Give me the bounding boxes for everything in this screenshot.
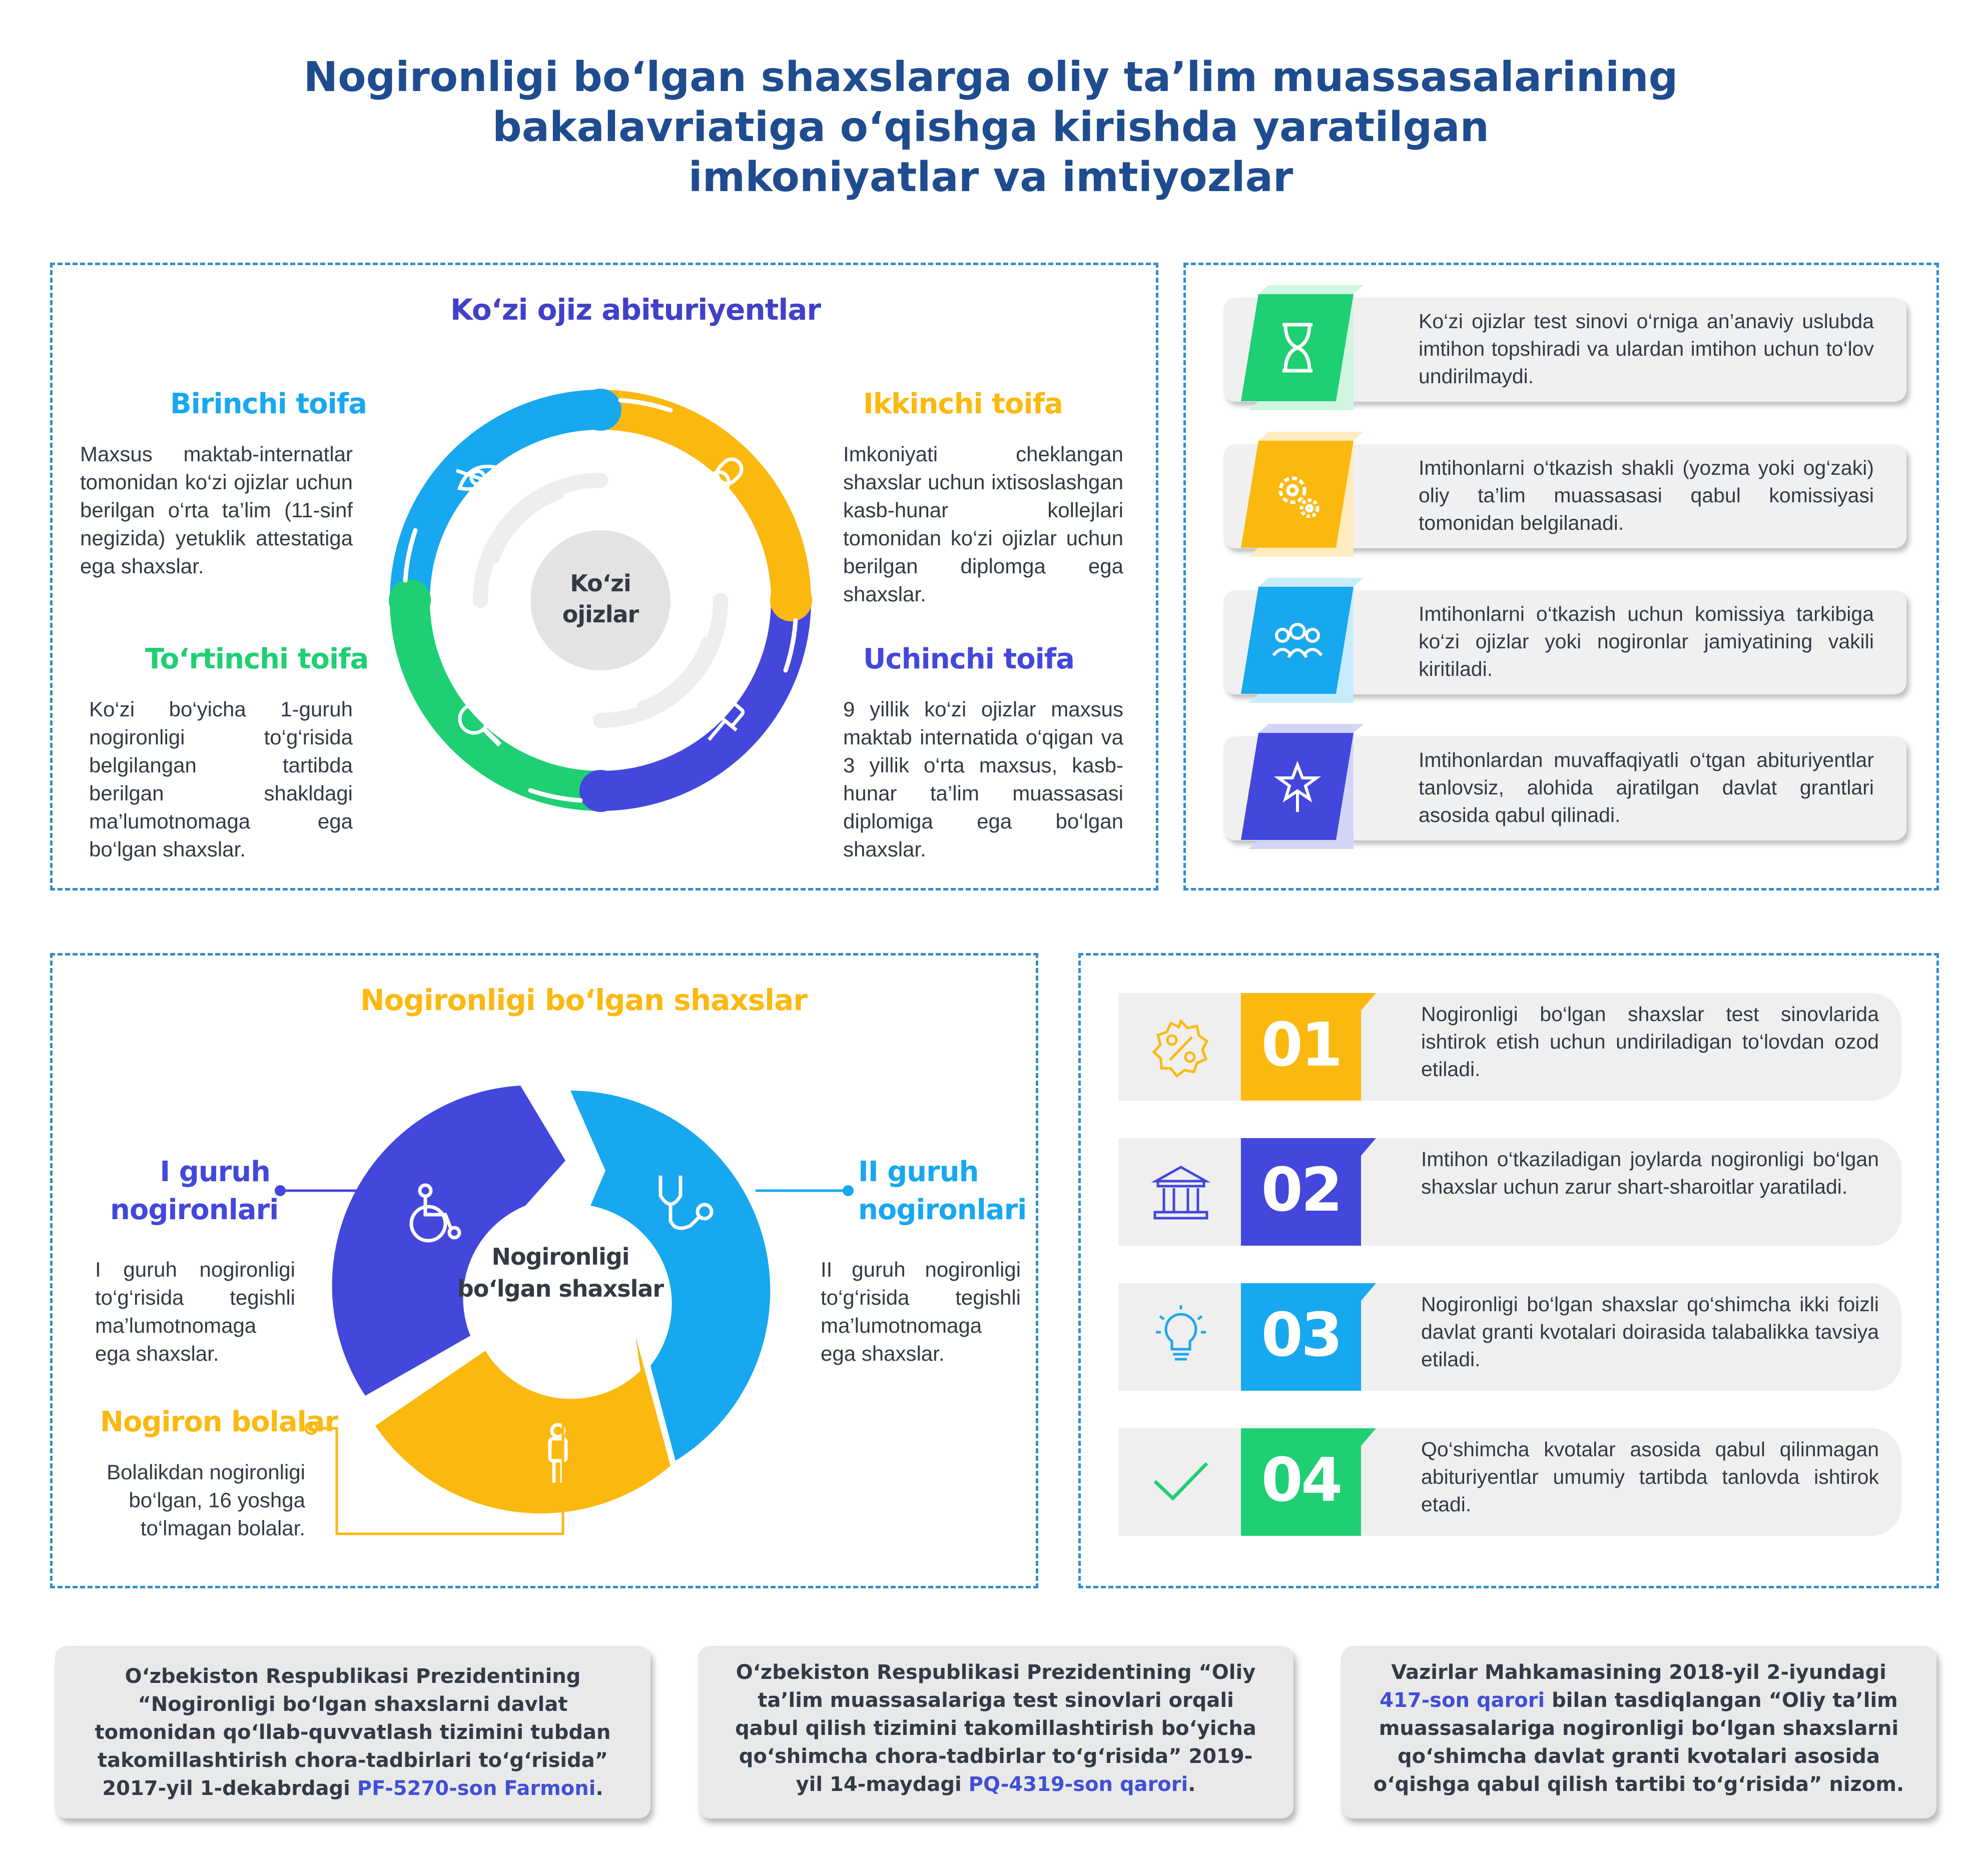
stethoscope-icon bbox=[658, 1176, 714, 1230]
reference-2-tail: . bbox=[1188, 1773, 1196, 1796]
group-1-title-line-1: I guruh bbox=[160, 1156, 271, 1188]
reference-3-lead: Vazirlar Mahkamasining 2018-yil 2-iyunda… bbox=[1391, 1661, 1886, 1684]
lightbulb-icon bbox=[1156, 1305, 1206, 1361]
group-1-text: I guruh nogironligi to‘g‘risida tegishli… bbox=[95, 1258, 295, 1365]
blind-ring-diagram bbox=[389, 389, 812, 812]
reference-text-3: Vazirlar Mahkamasining 2018-yil 2-iyunda… bbox=[1371, 1658, 1906, 1798]
wand-star-icon bbox=[1273, 760, 1321, 812]
category-4-title: To‘rtinchi toifa bbox=[145, 643, 369, 675]
disabled-center-line-2: bo‘lgan shaxslar bbox=[457, 1275, 664, 1302]
benefit-num-bg-4: 04 bbox=[1241, 1428, 1376, 1536]
category-3-title: Uchinchi toifa bbox=[863, 643, 1075, 675]
team-icon bbox=[1272, 623, 1323, 658]
inner-swirl-decoration bbox=[473, 473, 728, 728]
push-pin-icon bbox=[708, 699, 745, 741]
children-connector bbox=[304, 1420, 564, 1535]
blind-benefit-tile-3 bbox=[1228, 578, 1364, 703]
category-1-title: Birinchi toifa bbox=[170, 388, 367, 420]
ring-segment-blue bbox=[390, 390, 600, 600]
blind-benefit-tile-2 bbox=[1228, 432, 1364, 557]
blind-section-title: Ko‘zi ojiz abituriyentlar bbox=[450, 293, 821, 327]
page-title: Nogironligi bo‘lgan shaxslarga oliy ta’l… bbox=[200, 53, 1781, 203]
reference-card-2 bbox=[698, 1646, 1293, 1818]
cycle-segment-blue bbox=[570, 1091, 771, 1461]
disabled-persons-panel bbox=[50, 953, 1038, 1588]
children-title: Nogiron bolalar bbox=[100, 1406, 338, 1438]
hourglass-icon bbox=[1282, 323, 1312, 373]
benefit-text-3: Nogironligi bo‘lgan shaxslar qo‘shimcha … bbox=[1421, 1293, 1879, 1371]
percent-badge-icon bbox=[1152, 1019, 1209, 1078]
blind-benefit-text-1: Ko‘zi ojizlar test sinovi o‘rniga an’ana… bbox=[1419, 310, 1874, 388]
reference-text-2: O‘zbekiston Respublikasi Prezidentining … bbox=[728, 1658, 1263, 1798]
title-line-3: imkoniyatlar va imtiyozlar bbox=[688, 154, 1293, 201]
title-line-2: bakalavriatiga o‘qishga kirishda yaratil… bbox=[492, 104, 1489, 151]
children-text: Bolalikdan nogironligi bo‘lgan, 16 yoshg… bbox=[107, 1460, 305, 1540]
blind-center-label: Ko‘zi ojizlar bbox=[530, 568, 671, 630]
reference-2-link[interactable]: PQ-4319-son qarori bbox=[968, 1773, 1188, 1796]
reference-3-body: bilan tasdiqlangan “Oliy ta’lim muassasa… bbox=[1373, 1689, 1904, 1796]
reference-1-body: O‘zbekiston Respublikasi Prezidentining … bbox=[95, 1665, 611, 1800]
eye-icon bbox=[455, 464, 500, 491]
group-2-text: II guruh nogironligi to‘g‘risida tegishl… bbox=[821, 1258, 1021, 1365]
group-1-title: I guruh nogironlari bbox=[110, 1153, 279, 1229]
ring-segment-green bbox=[390, 600, 600, 811]
benefit-num-bg-1: 01 bbox=[1241, 993, 1376, 1101]
ring-segment-indigo bbox=[600, 600, 811, 811]
reference-2-body: O‘zbekiston Respublikasi Prezidentining … bbox=[735, 1661, 1256, 1796]
wheelchair-icon bbox=[409, 1183, 461, 1243]
group-2-title-line-2: nogironlari bbox=[858, 1194, 1027, 1226]
reference-text-1: O‘zbekiston Respublikasi Prezidentining … bbox=[88, 1662, 618, 1802]
reference-1-tail: . bbox=[595, 1777, 603, 1800]
benefit-num-bg-2: 02 bbox=[1241, 1138, 1376, 1246]
cycle-segment-indigo bbox=[332, 1086, 565, 1396]
blind-benefit-text-4: Imtihonlardan muvaffaqiyatli o‘tgan abit… bbox=[1419, 748, 1874, 826]
disabled-cycle-diagram bbox=[332, 1086, 771, 1514]
reference-1-link[interactable]: PF-5270-son Farmoni bbox=[357, 1777, 596, 1800]
category-1-text: Maxsus maktab-internatlar tomonidan ko‘z… bbox=[80, 442, 353, 578]
benefit-text-2: Imtihon o‘tkaziladigan joylarda nogironl… bbox=[1421, 1148, 1879, 1198]
benefit-text-4: Qo‘shimcha kvotalar asosida qabul qilinm… bbox=[1421, 1438, 1879, 1516]
group-2-connector bbox=[756, 1185, 854, 1196]
benefit-number-4: 04 bbox=[1261, 1446, 1343, 1515]
category-2-text: Imkoniyati cheklangan shaxslar uchun ixt… bbox=[843, 442, 1123, 606]
category-4-text: Ko‘zi bo‘yicha 1-guruh nogironligi to‘g‘… bbox=[89, 697, 353, 861]
disabled-center-label: Nogironligi bo‘lgan shaxslar bbox=[450, 1241, 671, 1305]
reference-card-3 bbox=[1341, 1646, 1936, 1818]
blind-benefit-tile-1 bbox=[1228, 285, 1364, 410]
disabled-benefits-panel bbox=[1078, 953, 1939, 1588]
blind-benefit-text-3: Imtihonlarni o‘tkazish uchun komissiya t… bbox=[1419, 602, 1874, 680]
building-icon bbox=[1151, 1166, 1211, 1220]
group-1-connector bbox=[275, 1185, 373, 1196]
category-2-title: Ikkinchi toifa bbox=[863, 388, 1063, 420]
blind-center-line-2: ojizlar bbox=[562, 601, 639, 628]
benefit-num-bg-3: 03 bbox=[1241, 1283, 1376, 1391]
disabled-section-title: Nogironligi bo‘lgan shaxslar bbox=[360, 983, 808, 1017]
gears-icon bbox=[1278, 476, 1319, 518]
reference-3-link[interactable]: 417-son qarori bbox=[1380, 1689, 1545, 1712]
ring-segment-yellow bbox=[600, 390, 811, 600]
cycle-segment-yellow bbox=[375, 1336, 671, 1514]
blind-benefits-panel bbox=[1183, 263, 1939, 890]
blind-applicants-panel bbox=[50, 263, 1158, 890]
category-3-text: 9 yillik ko‘zi ojizlar maxsus maktab int… bbox=[843, 697, 1123, 861]
blind-center-line-1: Ko‘zi bbox=[570, 570, 631, 597]
disabled-center-line-1: Nogironligi bbox=[491, 1243, 629, 1270]
reference-card-1 bbox=[55, 1646, 650, 1818]
magnifier-icon bbox=[458, 703, 502, 747]
chain-link-icon bbox=[703, 457, 744, 498]
benefit-number-1: 01 bbox=[1261, 1011, 1343, 1080]
blind-benefit-text-2: Imtihonlarni o‘tkazish shakli (yozma yok… bbox=[1419, 456, 1874, 534]
benefit-number-3: 03 bbox=[1261, 1301, 1343, 1370]
blind-benefit-tile-4 bbox=[1228, 724, 1364, 849]
title-line-1: Nogironligi bo‘lgan shaxslarga oliy ta’l… bbox=[303, 54, 1678, 101]
benefit-text-1: Nogironligi bo‘lgan shaxslar test sinovl… bbox=[1421, 1003, 1879, 1081]
checkmark-icon bbox=[1153, 1462, 1208, 1501]
benefit-number-2: 02 bbox=[1261, 1156, 1343, 1225]
group-1-title-line-2: nogironlari bbox=[110, 1194, 279, 1226]
group-2-title: II guruh nogironlari bbox=[858, 1153, 1027, 1229]
group-2-title-line-1: II guruh bbox=[858, 1156, 979, 1188]
